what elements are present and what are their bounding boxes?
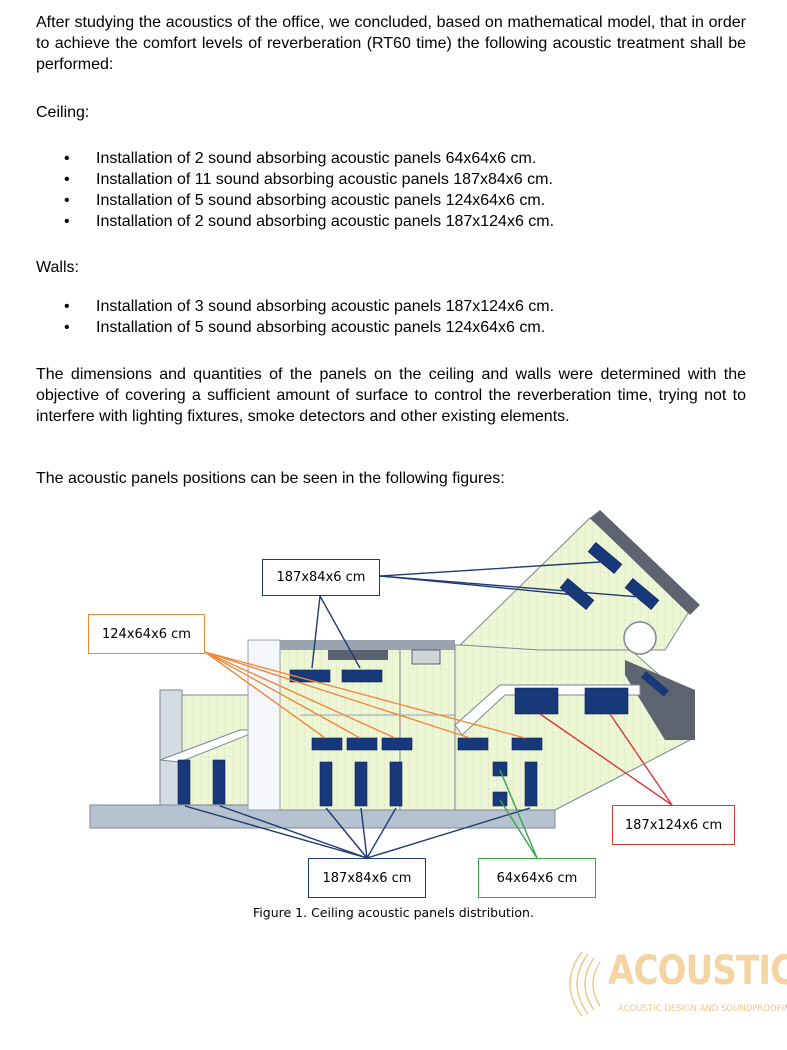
right-block-floor: [454, 644, 691, 811]
intro-paragraph: After studying the acoustics of the offi…: [36, 14, 746, 73]
bullet-icon: •: [64, 319, 70, 336]
panel-187x84-wall: [354, 761, 368, 807]
callout-187x84-top: 187x84x6 cm: [262, 559, 380, 596]
bullet-icon: •: [64, 171, 70, 188]
sound-wave-icon: [569, 951, 601, 1017]
panel-187x124: [584, 687, 629, 715]
arrows-64-green: [499, 769, 538, 859]
panel-187x84-wall: [389, 761, 403, 807]
ceiling-heading: Ceiling:: [36, 104, 90, 121]
ceiling-panels-figure: 187x84x6 cm 124x64x6 cm 187x84x6 cm 64x6…: [0, 500, 787, 920]
acousticy-logo: ACOUSTICY ACOUSTIC DESIGN AND SOUNDPROOF…: [556, 948, 787, 1020]
ceiling-list: •Installation of 2 sound absorbing acous…: [36, 148, 746, 232]
bullet-icon: •: [64, 192, 70, 209]
arrows-187x124-red: [539, 713, 673, 806]
panel-187x84-wall: [319, 761, 333, 807]
panel-187x84-wall: [524, 761, 538, 807]
top-wing-floor: [458, 517, 691, 651]
list-item: •Installation of 11 sound absorbing acou…: [64, 171, 553, 188]
right-wall-window: [640, 671, 670, 697]
walls-heading: Walls:: [36, 259, 79, 276]
panel-187x124: [514, 687, 559, 715]
figure-caption: Figure 1. Ceiling acoustic panels distri…: [253, 905, 534, 920]
arrows-top-blue: [311, 561, 641, 669]
walls-list: •Installation of 3 sound absorbing acous…: [36, 296, 746, 338]
logo-wordmark: ACOUSTICY: [608, 948, 787, 994]
panel-187x84-top: [559, 578, 595, 610]
panel-124x64: [346, 737, 378, 751]
panel-124x64: [457, 737, 489, 751]
callout-64x64: 64x64x6 cm: [478, 858, 596, 898]
panel-187x84: [341, 669, 383, 683]
panel-187x84-top: [587, 542, 623, 574]
panel-187x84-wall: [212, 759, 226, 805]
wall-fixture: [411, 649, 441, 665]
floor-plan-illustration: [89, 510, 700, 859]
callout-124x64: 124x64x6 cm: [88, 614, 205, 654]
left-wing-wall: [159, 689, 183, 806]
panel-64x64: [492, 791, 508, 807]
callout-187x84-bottom: 187x84x6 cm: [308, 858, 426, 898]
bullet-icon: •: [64, 150, 70, 167]
logo-tagline: ACOUSTIC DESIGN AND SOUNDPROOFING: [618, 1004, 787, 1014]
panel-187x84: [289, 669, 331, 683]
positions-paragraph: The acoustic panels positions can be see…: [36, 470, 505, 487]
list-item: •Installation of 5 sound absorbing acous…: [64, 192, 546, 209]
list-item: •Installation of 3 sound absorbing acous…: [64, 298, 555, 315]
panel-124x64: [511, 737, 543, 751]
middle-top-panel: [328, 650, 388, 660]
panel-187x84-wall: [177, 759, 191, 805]
dimensions-paragraph: The dimensions and quantities of the pan…: [36, 366, 746, 425]
round-column: [623, 621, 657, 655]
list-item: •Installation of 2 sound absorbing acous…: [64, 213, 555, 230]
list-item: •Installation of 2 sound absorbing acous…: [64, 150, 537, 167]
arrows-124-orange: [204, 651, 526, 739]
bullet-icon: •: [64, 298, 70, 315]
arrows-bottom-blue: [184, 805, 531, 859]
panel-187x84-top: [624, 578, 660, 610]
list-item: •Installation of 5 sound absorbing acous…: [64, 319, 546, 336]
panel-64x64: [492, 761, 508, 777]
bullet-icon: •: [64, 213, 70, 230]
right-angled-wall: [625, 660, 695, 740]
top-wing-wall: [590, 510, 700, 615]
acoustic-panels: [177, 542, 660, 807]
panel-124x64: [381, 737, 413, 751]
callout-187x124: 187x124x6 cm: [612, 805, 735, 845]
panel-124x64: [311, 737, 343, 751]
middle-top-wall: [280, 640, 455, 650]
